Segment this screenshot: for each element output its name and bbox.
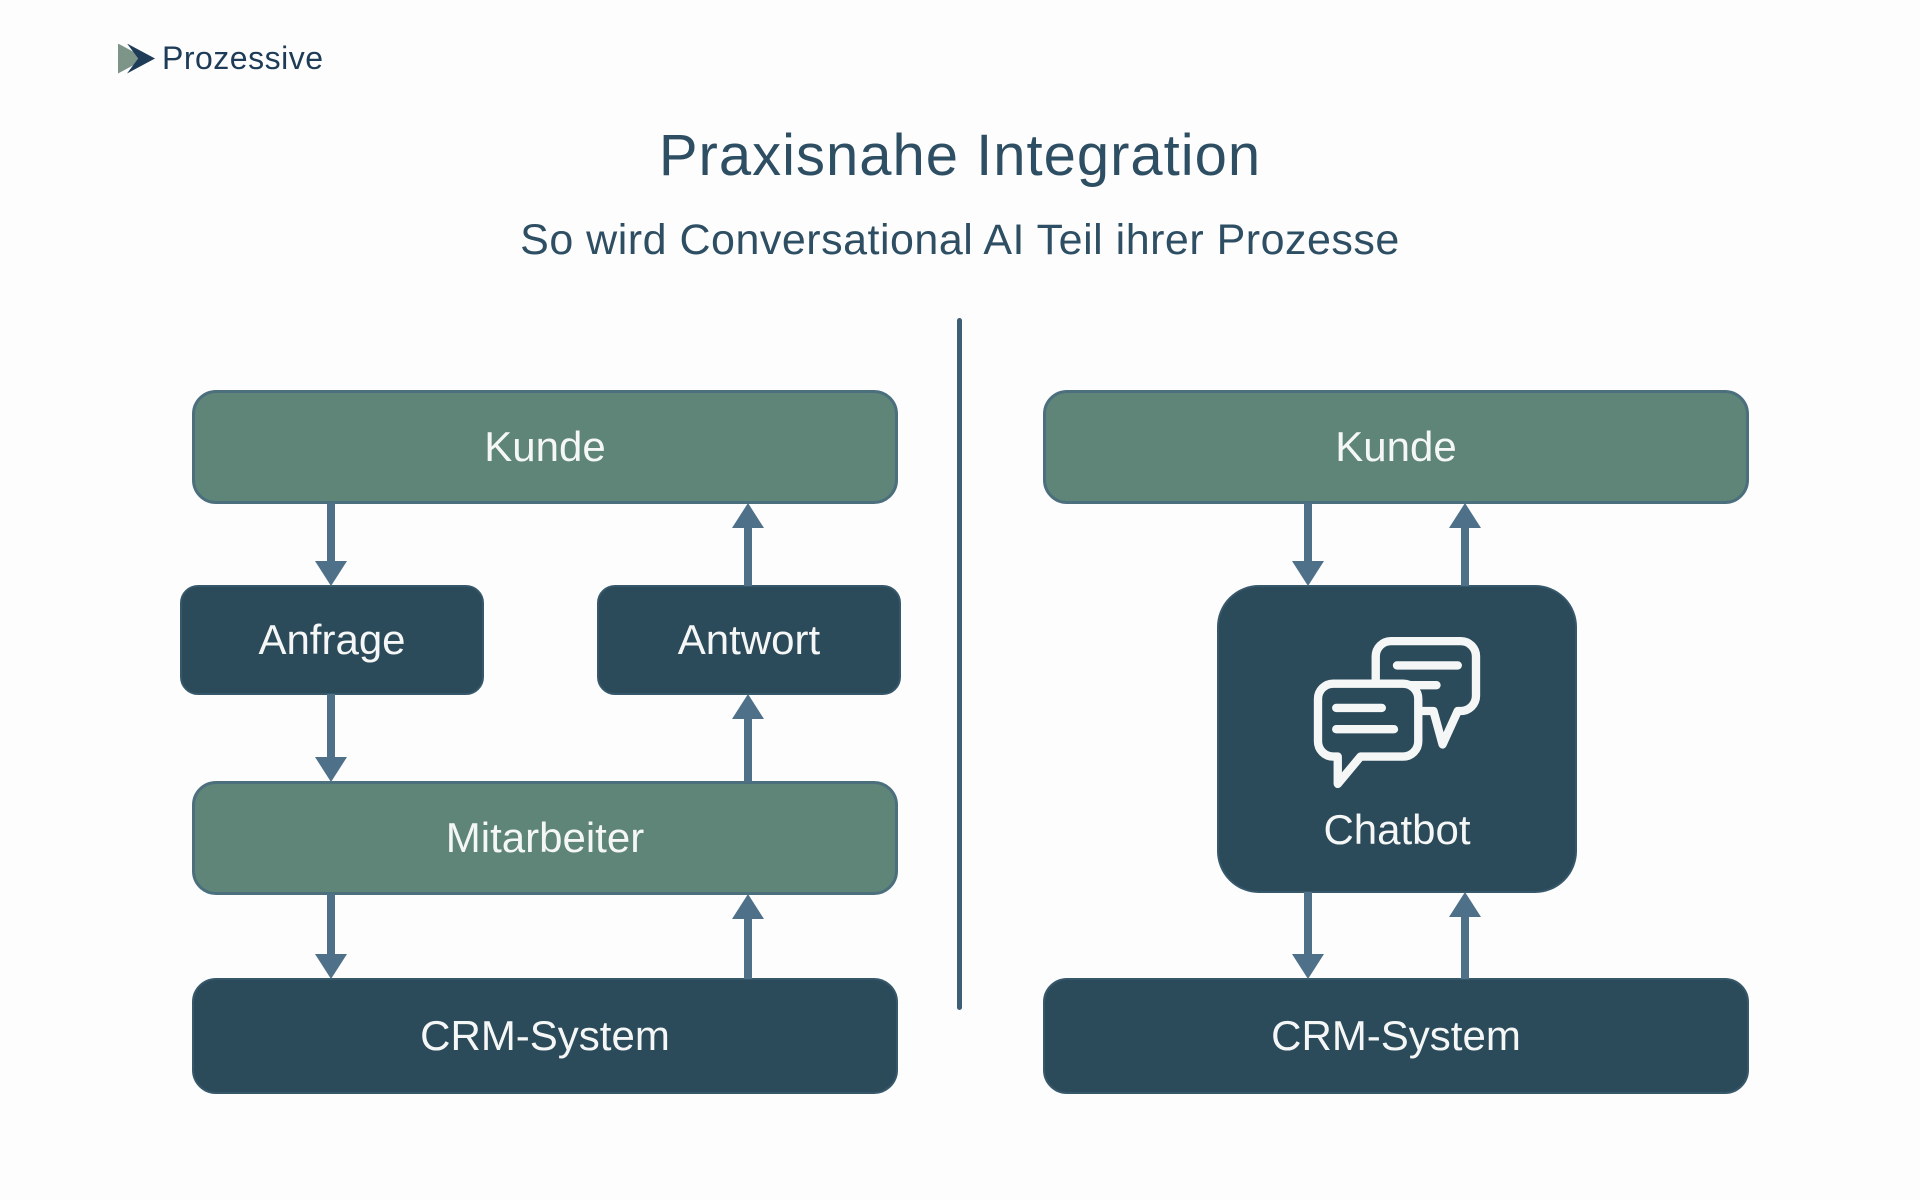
node-label: Antwort xyxy=(677,616,821,663)
arrow-head xyxy=(732,503,764,528)
arrow-head xyxy=(315,561,347,586)
node-anfrage: Anfrage xyxy=(180,585,484,695)
arrow-head xyxy=(732,894,764,919)
arrow-shaft xyxy=(744,528,752,586)
arrow-up-icon xyxy=(732,503,764,586)
node-antwort: Antwort xyxy=(597,585,901,695)
arrow-shaft xyxy=(744,919,752,979)
arrow-up-icon xyxy=(732,894,764,979)
node-kunde-right: Kunde xyxy=(1043,390,1749,504)
arrow-up-icon xyxy=(1449,503,1481,586)
node-chatbot: Chatbot xyxy=(1217,585,1577,893)
node-label: CRM-System xyxy=(420,1012,670,1059)
arrow-shaft xyxy=(744,719,752,782)
node-mitarbeiter: Mitarbeiter xyxy=(192,781,898,895)
node-label: Mitarbeiter xyxy=(445,814,645,861)
arrow-shaft xyxy=(327,694,335,757)
chat-bubbles-icon xyxy=(1313,636,1481,789)
arrow-shaft xyxy=(1461,528,1469,586)
arrow-head xyxy=(1449,503,1481,528)
arrow-up-icon xyxy=(732,694,764,782)
arrow-down-icon xyxy=(315,503,347,586)
arrow-shaft xyxy=(1304,503,1312,561)
arrow-down-icon xyxy=(1292,503,1324,586)
node-label: Kunde xyxy=(1335,423,1457,470)
node-crm-left: CRM-System xyxy=(192,978,898,1094)
brand-logo: Prozessive xyxy=(118,40,324,77)
node-label: Chatbot xyxy=(1323,806,1471,853)
node-label: CRM-System xyxy=(1271,1012,1521,1059)
arrow-down-icon xyxy=(1292,892,1324,979)
arrow-shaft xyxy=(327,503,335,561)
arrow-head xyxy=(315,757,347,782)
arrow-head xyxy=(315,954,347,979)
node-crm-right: CRM-System xyxy=(1043,978,1749,1094)
arrow-shaft xyxy=(1461,917,1469,979)
arrow-shaft xyxy=(327,894,335,954)
arrow-up-icon xyxy=(1449,892,1481,979)
arrow-head xyxy=(1292,561,1324,586)
double-chevron-icon xyxy=(118,43,156,75)
page-subtitle: So wird Conversational AI Teil ihrer Pro… xyxy=(520,216,1400,264)
arrow-down-icon xyxy=(315,894,347,979)
node-label: Kunde xyxy=(484,423,606,470)
brand-name: Prozessive xyxy=(162,40,324,76)
vertical-divider xyxy=(957,318,962,1010)
arrow-head xyxy=(732,694,764,719)
node-label: Anfrage xyxy=(258,616,406,663)
arrow-down-icon xyxy=(315,694,347,782)
arrow-shaft xyxy=(1304,892,1312,954)
node-kunde-left: Kunde xyxy=(192,390,898,504)
arrow-head xyxy=(1449,892,1481,917)
arrow-head xyxy=(1292,954,1324,979)
page-title: Praxisnahe Integration xyxy=(658,123,1262,188)
